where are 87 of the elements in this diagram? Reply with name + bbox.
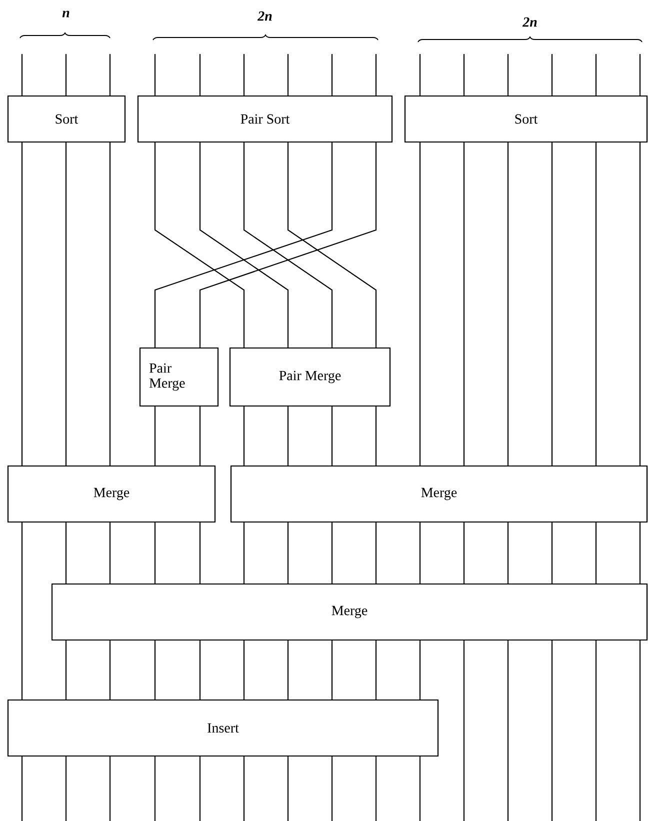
wire	[551, 522, 553, 584]
wire	[551, 54, 553, 96]
wire	[65, 54, 67, 96]
process-box: Sort	[404, 95, 648, 143]
brace-label: 2n	[257, 11, 272, 21]
wire	[199, 142, 377, 348]
wire	[463, 142, 465, 466]
wire	[287, 54, 289, 96]
wire	[109, 756, 111, 821]
wire	[21, 54, 23, 96]
process-box: Merge	[51, 583, 648, 641]
wire	[243, 640, 245, 700]
wire	[65, 522, 67, 584]
wire	[595, 142, 597, 466]
wire	[65, 756, 67, 821]
process-box: Pair Merge	[139, 347, 219, 407]
process-box: Merge	[7, 465, 216, 523]
wire	[199, 142, 289, 348]
process-box: Sort	[7, 95, 126, 143]
wire	[331, 522, 333, 584]
wire	[375, 406, 377, 466]
wire	[375, 756, 377, 821]
wire	[463, 640, 465, 821]
wire	[243, 406, 245, 466]
wire	[109, 54, 111, 96]
wire	[595, 640, 597, 821]
wire	[375, 640, 377, 700]
wire	[199, 406, 201, 466]
wire	[639, 640, 641, 821]
wire	[243, 756, 245, 821]
wire	[287, 406, 289, 466]
wire	[331, 756, 333, 821]
wire	[154, 522, 156, 584]
wire	[463, 54, 465, 96]
process-box: Pair Sort	[137, 95, 393, 143]
wire	[287, 640, 289, 700]
wire	[639, 522, 641, 584]
wire	[331, 54, 333, 96]
wire	[154, 142, 333, 348]
wire	[287, 522, 289, 584]
wire	[287, 756, 289, 821]
wire	[21, 522, 23, 700]
wire	[551, 142, 553, 466]
wire	[419, 640, 421, 700]
wire	[65, 640, 67, 700]
wire	[199, 522, 201, 584]
wire	[375, 522, 377, 584]
wire	[639, 142, 641, 466]
wire	[243, 522, 245, 584]
wire	[507, 522, 509, 584]
wire	[595, 54, 597, 96]
process-box: Insert	[7, 699, 439, 757]
wire	[154, 406, 156, 466]
process-box: Merge	[230, 465, 648, 523]
wire	[419, 522, 421, 584]
wire	[595, 522, 597, 584]
wire	[199, 756, 201, 821]
wire	[331, 640, 333, 700]
wire	[65, 142, 67, 466]
wire	[243, 142, 333, 348]
wire	[154, 640, 156, 700]
wire	[639, 54, 641, 96]
wire	[109, 522, 111, 584]
wire	[21, 756, 23, 821]
brace-label: 2n	[522, 17, 537, 27]
wire	[507, 54, 509, 96]
wire	[419, 142, 421, 466]
wire	[243, 54, 245, 96]
wire	[331, 406, 333, 466]
wire	[154, 756, 156, 821]
wire	[507, 142, 509, 466]
wire	[463, 522, 465, 584]
wire	[551, 640, 553, 821]
process-box: Pair Merge	[229, 347, 391, 407]
wire	[507, 640, 509, 821]
brace-label: n	[62, 10, 70, 18]
wire	[287, 142, 377, 348]
wire	[419, 54, 421, 96]
wire	[154, 142, 245, 348]
wire	[419, 756, 421, 821]
wire	[109, 142, 111, 466]
wire	[199, 54, 201, 96]
wire	[109, 640, 111, 700]
wire	[154, 54, 156, 96]
wire	[21, 142, 23, 466]
wire	[375, 54, 377, 96]
wire	[199, 640, 201, 700]
